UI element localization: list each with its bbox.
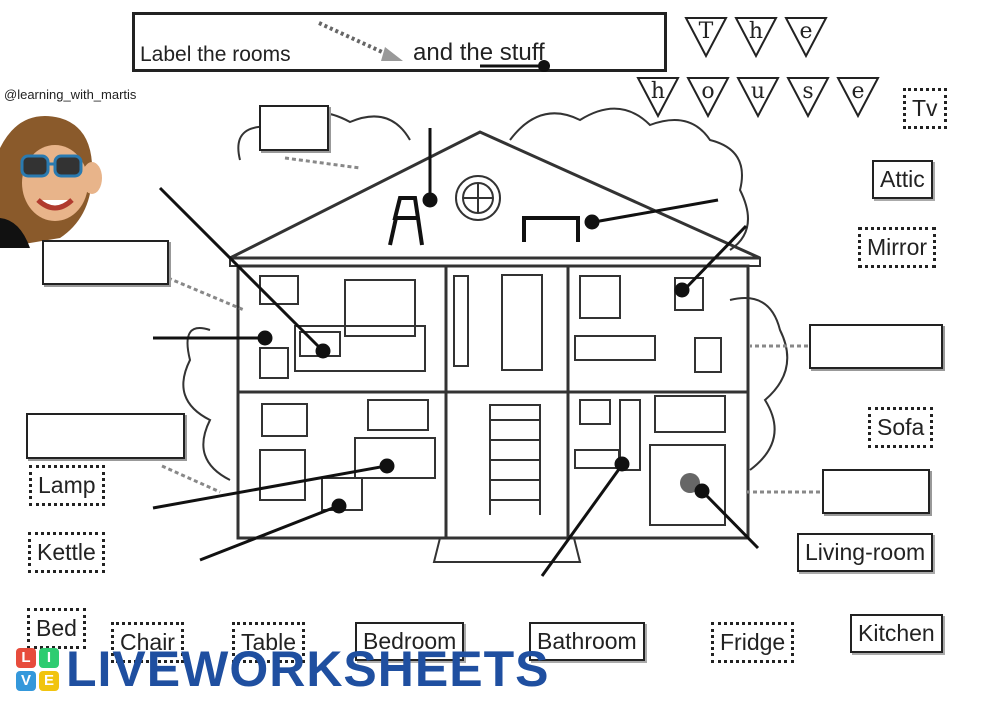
title-flag: u — [736, 76, 780, 118]
drop-zone-attic[interactable] — [259, 105, 329, 151]
word-living-room[interactable]: Living-room — [797, 533, 934, 572]
arrow-icon — [318, 21, 403, 61]
author-credit: @learning_with_martis — [4, 87, 137, 102]
word-table[interactable]: Table — [232, 622, 305, 663]
drop-zone-bedroom[interactable] — [42, 240, 169, 285]
title-flag: e — [836, 76, 880, 118]
word-bedroom[interactable]: Bedroom — [355, 622, 465, 661]
word-kitchen[interactable]: Kitchen — [850, 614, 943, 653]
word-chair[interactable]: Chair — [111, 622, 184, 663]
word-sofa[interactable]: Sofa — [868, 407, 934, 448]
title-flag: h — [734, 16, 778, 58]
logo-tiles-icon: L I V E — [16, 648, 60, 692]
word-mirror[interactable]: Mirror — [858, 227, 937, 268]
word-bathroom[interactable]: Bathroom — [529, 622, 645, 661]
title-flag: o — [686, 76, 730, 118]
word-kettle[interactable]: Kettle — [28, 532, 105, 573]
instruction-box: Label the rooms and the stuff — [132, 12, 667, 72]
title-flag: T — [684, 16, 728, 58]
title-flag: s — [786, 76, 830, 118]
underline-pointer — [480, 60, 550, 72]
word-attic[interactable]: Attic — [872, 160, 933, 199]
word-lamp[interactable]: Lamp — [29, 465, 105, 506]
word-bed[interactable]: Bed — [27, 608, 86, 649]
drop-zone-kitchen[interactable] — [822, 469, 930, 514]
avatar — [0, 116, 102, 248]
drop-zone-living-room[interactable] — [26, 413, 185, 459]
word-fridge[interactable]: Fridge — [711, 622, 795, 663]
title-flag: e — [784, 16, 828, 58]
title-flag: h — [636, 76, 680, 118]
instruction-rooms: Label the rooms — [140, 43, 291, 66]
word-tv[interactable]: Tv — [903, 88, 947, 129]
house-illustration — [182, 107, 789, 563]
instruction-stuff: and the stuff — [413, 39, 545, 66]
drop-zone-bathroom[interactable] — [809, 324, 943, 369]
logo-text: LIVEWORKSHEETS — [66, 641, 550, 697]
